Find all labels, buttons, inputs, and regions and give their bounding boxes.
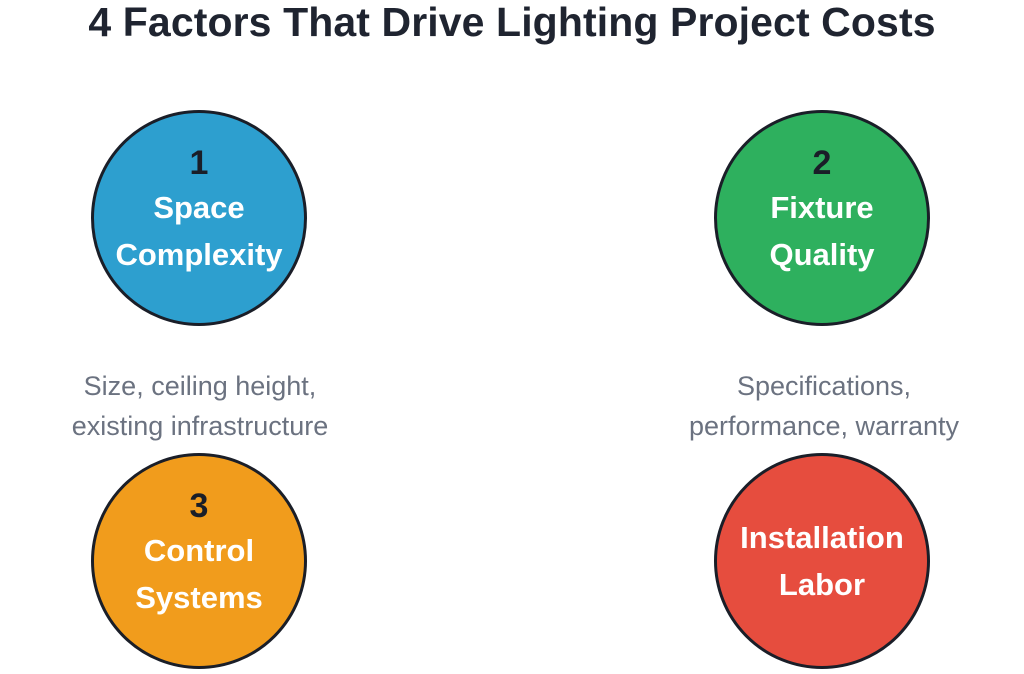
factor-number: 3 — [189, 487, 209, 525]
factor-label: Installation Labor — [740, 520, 904, 602]
page-title: 4 Factors That Drive Lighting Project Co… — [88, 0, 936, 45]
factor-description-fixture-quality: Specifications, performance, warranty — [688, 371, 960, 441]
factor-circle-installation-labor: Installation Labor — [714, 453, 930, 669]
factor-circle-space-complexity: 1 Space Complexity — [91, 110, 307, 326]
factor-number: 1 — [189, 144, 209, 182]
factor-number: 2 — [812, 144, 832, 182]
factor-label: Control Systems — [135, 533, 263, 615]
factor-label: Fixture Quality — [769, 190, 875, 272]
factor-label: Space Complexity — [115, 190, 283, 272]
factor-circle-fixture-quality: 2 Fixture Quality — [714, 110, 930, 326]
factor-circle-control-systems: 3 Control Systems — [91, 453, 307, 669]
factor-description-space-complexity: Size, ceiling height, existing infrastru… — [71, 371, 329, 441]
